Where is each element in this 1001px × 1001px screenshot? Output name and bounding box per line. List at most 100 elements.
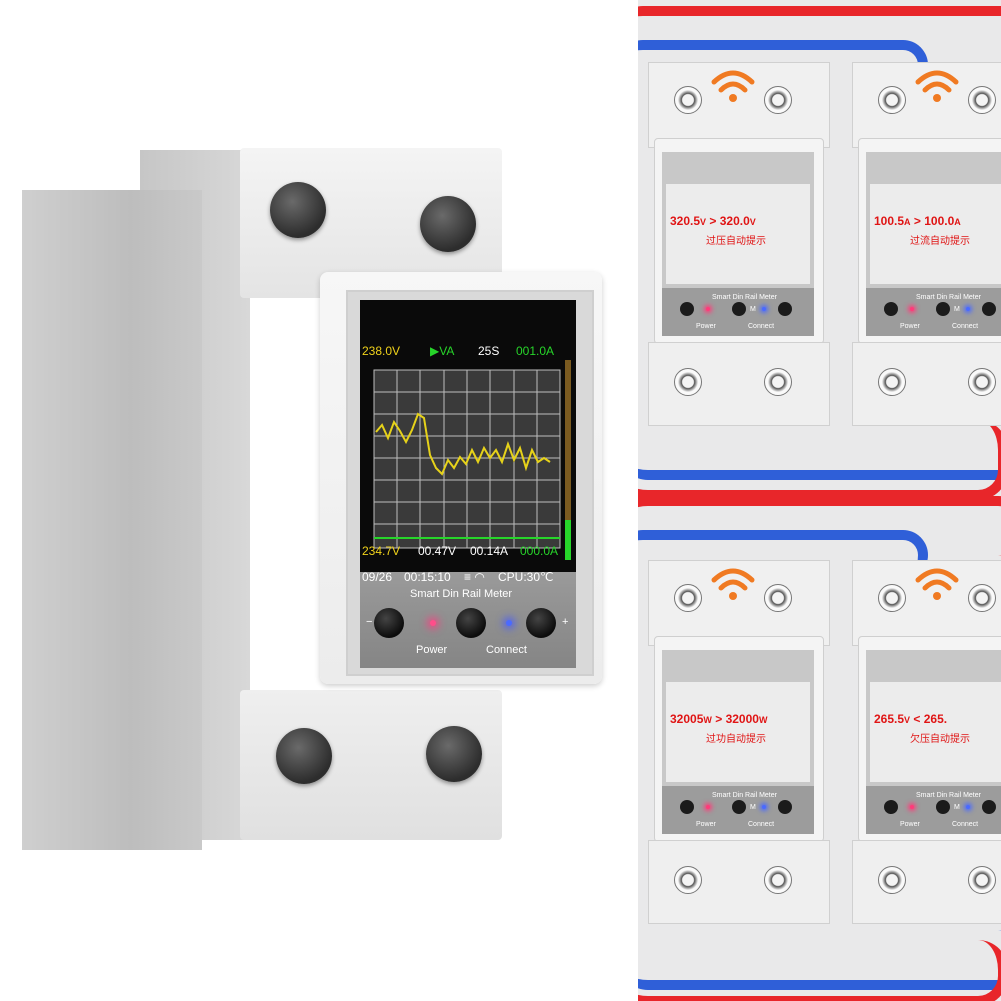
connect-led-icon	[762, 307, 766, 311]
alarm-reading: 265.5V < 265.	[874, 712, 948, 726]
connect-led-icon	[762, 805, 766, 809]
meter-controls: Smart Din Rail Meter M Power Connect	[866, 786, 1001, 834]
cpu-temperature: CPU:30℃	[498, 570, 554, 584]
voltage-max: 238.0V	[362, 344, 401, 358]
plus-button[interactable]	[778, 800, 792, 814]
terminal-knob-icon	[420, 196, 476, 252]
screw-icon	[674, 368, 702, 396]
plus-button[interactable]	[778, 302, 792, 316]
meter-title: Smart Din Rail Meter	[712, 792, 777, 799]
plus-button[interactable]	[982, 800, 996, 814]
red-wire	[638, 6, 1001, 56]
screw-icon	[968, 584, 996, 612]
terminal-knob-icon	[276, 728, 332, 784]
meter-title: Smart Din Rail Meter	[712, 294, 777, 301]
minus-button[interactable]	[680, 302, 694, 316]
current-max: 001.0A	[516, 344, 555, 358]
screw-icon	[674, 86, 702, 114]
connect-label: Connect	[748, 323, 775, 330]
screw-icon	[878, 86, 906, 114]
connect-label: Connect	[952, 323, 979, 330]
current-min: 000.0A	[520, 544, 559, 558]
connect-label: Connect	[952, 821, 979, 828]
minus-button[interactable]	[884, 800, 898, 814]
minus-label: −	[366, 616, 373, 628]
plus-button[interactable]	[526, 608, 556, 638]
screw-icon	[878, 368, 906, 396]
menu-button[interactable]	[456, 608, 486, 638]
waveform-line	[375, 412, 551, 476]
m-label: M	[750, 804, 756, 811]
alarm-note: 欠压自动提示	[910, 734, 970, 745]
power-label: Power	[900, 821, 920, 828]
date: 09/26	[362, 570, 393, 584]
alarm-note: 过压自动提示	[706, 236, 766, 247]
terminal-knob-icon	[426, 726, 482, 782]
installation-photo: 320.5V > 320.0V 过压自动提示 Smart Din Rail Me…	[638, 0, 1001, 1001]
screw-icon	[968, 368, 996, 396]
screw-icon	[878, 866, 906, 894]
device-body	[22, 190, 202, 850]
alarm-reading: 320.5V > 320.0V	[670, 214, 756, 228]
alarm-reading: 32005W > 32000W	[670, 712, 768, 726]
display-screen: 238.0V ▶VA 25S 001.0A 234.7V 00.47V 00.1…	[360, 300, 576, 572]
m-label: M	[954, 804, 960, 811]
mode-indicator: ▶VA	[430, 344, 455, 358]
red-wire	[638, 420, 1001, 500]
wifi-icon	[915, 70, 959, 102]
alarm-note: 过功自动提示	[706, 734, 766, 745]
wifi-icon	[915, 568, 959, 600]
power-led-icon	[706, 805, 710, 809]
screw-icon	[878, 584, 906, 612]
power-led-icon	[430, 620, 436, 626]
waveform-grid	[373, 360, 571, 560]
meter-title: Smart Din Rail Meter	[916, 294, 981, 301]
minus-button[interactable]	[374, 608, 404, 638]
connect-led-icon	[966, 805, 970, 809]
meter-controls: Smart Din Rail Meter M Power Connect	[662, 288, 814, 336]
power-led-icon	[910, 805, 914, 809]
blue-wire	[638, 930, 1001, 990]
connect-label: Connect	[486, 644, 527, 656]
image-divider	[634, 0, 638, 1001]
meter-controls: Smart Din Rail Meter M Power Connect	[662, 786, 814, 834]
wifi-icon	[711, 568, 755, 600]
plus-label: +	[562, 616, 569, 628]
meter-controls: Smart Din Rail Meter M Power Connect	[866, 288, 1001, 336]
wifi-icon	[711, 70, 755, 102]
alarm-reading: 100.5A > 100.0A	[874, 214, 961, 228]
screw-icon	[764, 866, 792, 894]
screw-icon	[674, 584, 702, 612]
menu-button[interactable]	[936, 302, 950, 316]
screw-icon	[674, 866, 702, 894]
red-wire	[638, 940, 1001, 1001]
meter-lcd: 100.5A > 100.0A 过流自动提示	[866, 152, 1001, 288]
meter-overvoltage: 320.5V > 320.0V 过压自动提示 Smart Din Rail Me…	[648, 12, 830, 426]
voltage-delta: 00.47V	[418, 544, 457, 558]
red-wire	[638, 496, 1001, 556]
m-label: M	[750, 306, 756, 313]
screw-icon	[968, 86, 996, 114]
control-panel: 09/26 00:15:10 ≡ ◠ CPU:30℃ Smart Din Rai…	[360, 570, 576, 668]
screw-icon	[968, 866, 996, 894]
power-led-icon	[706, 307, 710, 311]
time: 00:15:10	[404, 570, 451, 584]
menu-button[interactable]	[732, 800, 746, 814]
voltage-min: 234.7V	[362, 544, 401, 558]
minus-button[interactable]	[680, 800, 694, 814]
menu-button[interactable]	[732, 302, 746, 316]
blue-wire	[638, 530, 928, 580]
m-label: M	[954, 306, 960, 313]
minus-button[interactable]	[884, 302, 898, 316]
device-bottom-terminal	[240, 690, 502, 840]
meter-title: Smart Din Rail Meter	[916, 792, 981, 799]
meter-overcurrent: 100.5A > 100.0A 过流自动提示 Smart Din Rail Me…	[852, 12, 1001, 426]
connect-led-icon	[506, 620, 512, 626]
menu-button[interactable]	[936, 800, 950, 814]
plus-button[interactable]	[982, 302, 996, 316]
meter-lcd: 32005W > 32000W 过功自动提示	[662, 650, 814, 786]
power-label: Power	[900, 323, 920, 330]
blue-wire	[638, 410, 1001, 480]
meter-lcd: 265.5V < 265. 欠压自动提示	[866, 650, 1001, 786]
interval: 25S	[478, 344, 500, 358]
